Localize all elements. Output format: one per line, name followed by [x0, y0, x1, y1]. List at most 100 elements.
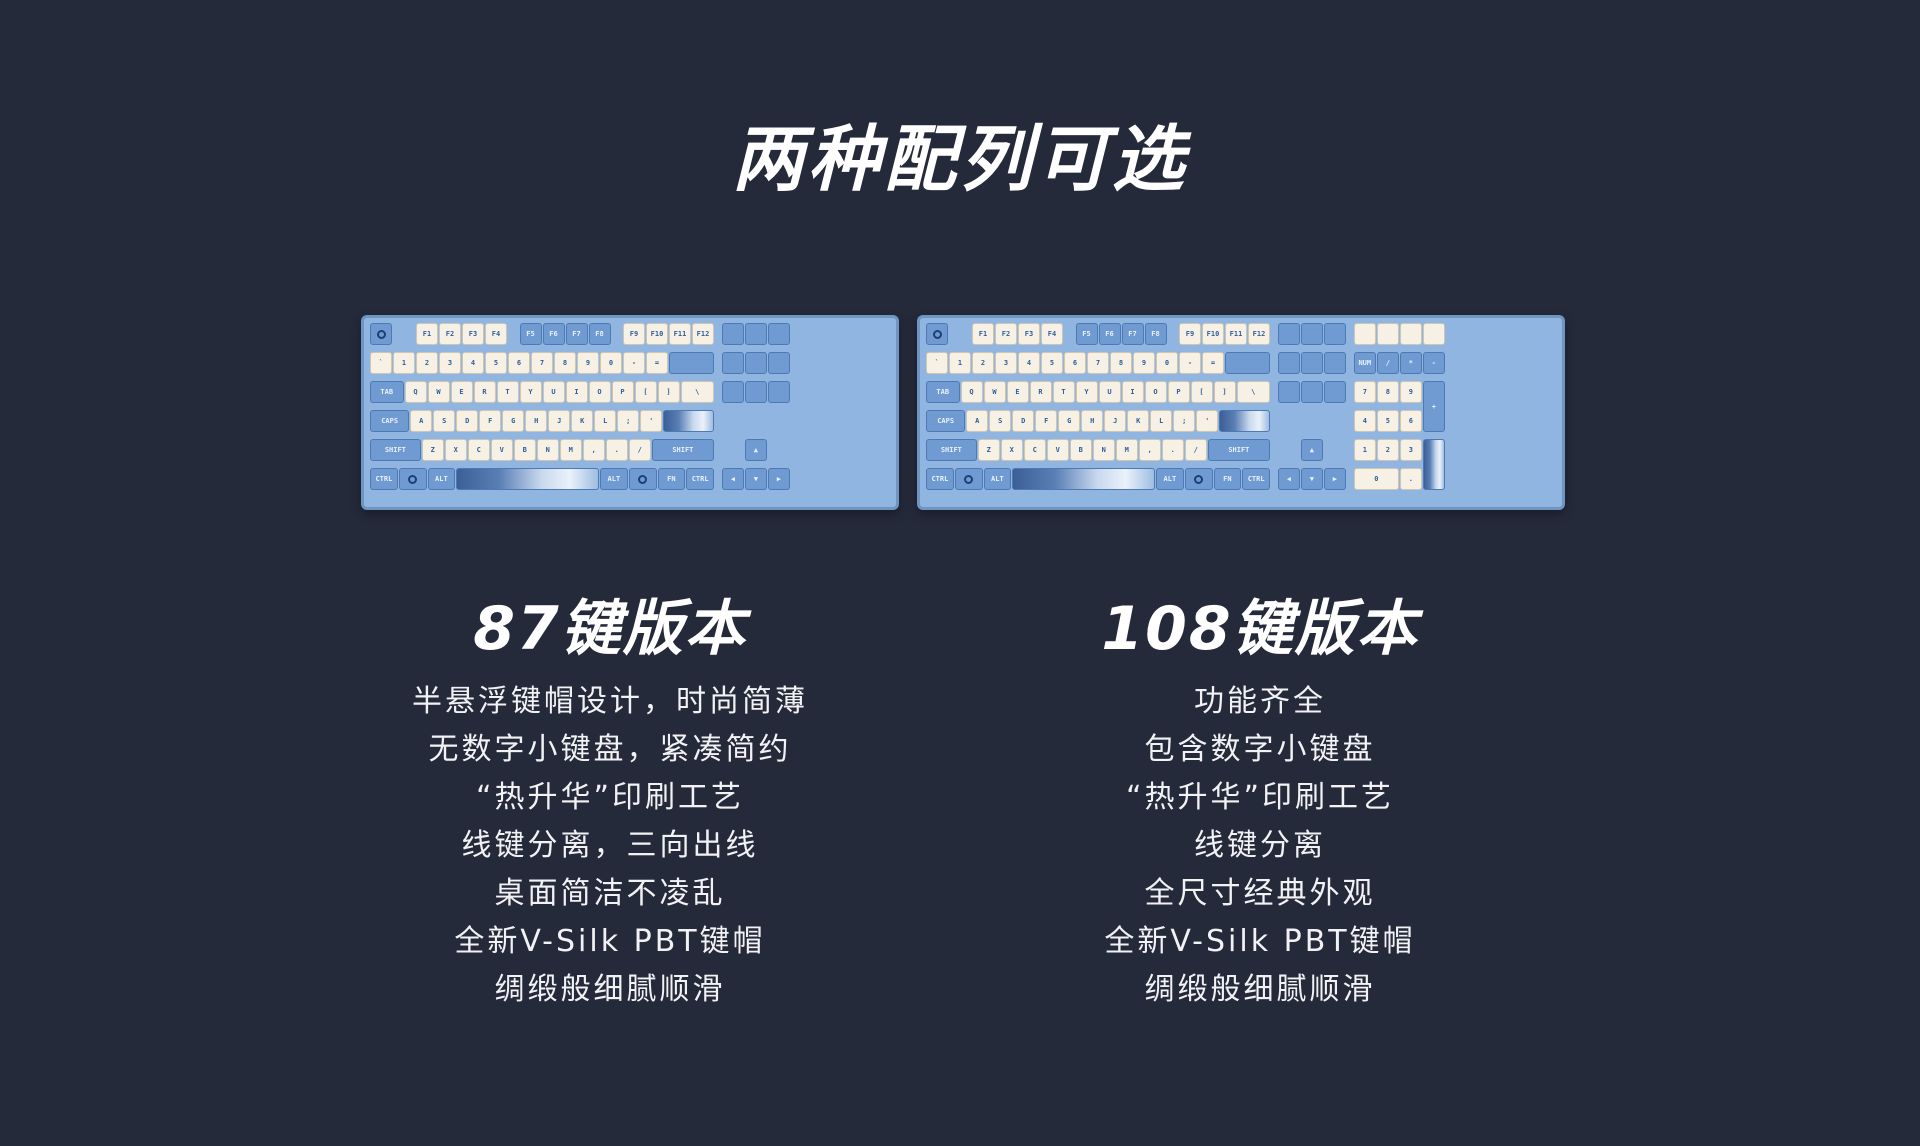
keycap: F — [1035, 410, 1058, 432]
keycap: 4 — [1353, 410, 1376, 432]
keycap: H — [1081, 410, 1104, 432]
keycap: 5 — [1376, 410, 1399, 432]
keycap: 6 — [1399, 410, 1422, 432]
keycap — [1012, 468, 1155, 490]
keycap — [744, 323, 767, 345]
keycap: J — [548, 410, 571, 432]
keycap: ] — [657, 381, 680, 403]
keycap: CTRL — [370, 468, 398, 490]
keycap: W — [983, 381, 1006, 403]
keycap: Q — [404, 381, 427, 403]
keycap: ALT — [983, 468, 1012, 490]
keycap: F6 — [542, 323, 565, 345]
variant-108-feature-list: 功能齐全 包含数字小键盘 “热升华”印刷工艺 线键分离 全尺寸经典外观 全新V-… — [960, 678, 1560, 1014]
keycap — [721, 381, 744, 403]
keycap — [1323, 381, 1346, 403]
keycap: G — [1058, 410, 1081, 432]
keycap: = — [1202, 352, 1224, 374]
keycap: F5 — [519, 323, 542, 345]
keycap: 7 — [531, 352, 553, 374]
keycap: 2 — [972, 352, 994, 374]
keycap: E — [450, 381, 473, 403]
keycap: L — [594, 410, 617, 432]
keycap: F — [479, 410, 502, 432]
keycap: SHIFT — [370, 439, 421, 461]
keycap: 8 — [1110, 352, 1132, 374]
keycap — [744, 352, 767, 374]
keycap: 1 — [1353, 439, 1376, 461]
keycap: / — [1184, 439, 1207, 461]
keycap: 5 — [485, 352, 507, 374]
keycap: ▲ — [1300, 439, 1323, 461]
keycap — [767, 323, 790, 345]
keycap: F5 — [1075, 323, 1098, 345]
keycap: N — [536, 439, 559, 461]
keycap: / — [628, 439, 651, 461]
keycap: N — [1092, 439, 1115, 461]
feature-item: 无数字小键盘，紧凑简约 — [428, 732, 792, 767]
keycap: * — [1399, 352, 1422, 374]
keycap: F9 — [623, 323, 645, 345]
keycap: ; — [1173, 410, 1196, 432]
feature-item: “热升华”印刷工艺 — [1125, 780, 1395, 815]
keycap — [1277, 381, 1300, 403]
feature-item: 包含数字小键盘 — [1144, 732, 1376, 767]
keycap: B — [513, 439, 536, 461]
keycap: B — [1069, 439, 1092, 461]
keycap: CAPS — [926, 410, 966, 432]
keycap — [721, 352, 744, 374]
keycap: W — [427, 381, 450, 403]
keycap: 7 — [1353, 381, 1376, 403]
keycap: ' — [640, 410, 663, 432]
keycap: P — [611, 381, 634, 403]
keycap: A — [410, 410, 433, 432]
keycap: F3 — [462, 323, 484, 345]
keycap: SHIFT — [651, 439, 714, 461]
keycap: V — [490, 439, 513, 461]
keycap: ▼ — [744, 468, 767, 490]
keycap: F11 — [669, 323, 691, 345]
keycap: 5 — [1041, 352, 1063, 374]
keycap: - — [623, 352, 645, 374]
keycap: ALT — [1156, 468, 1184, 490]
keycap: TAB — [370, 381, 404, 403]
keycap: A — [966, 410, 989, 432]
keycap: , — [582, 439, 605, 461]
keycap: TAB — [926, 381, 960, 403]
keycap — [456, 468, 599, 490]
keycap: F12 — [1248, 323, 1270, 345]
feature-item: 绸缎般细腻顺滑 — [1144, 972, 1376, 1007]
keycap — [628, 468, 657, 490]
keycap: ▲ — [744, 439, 767, 461]
keycap: Y — [1075, 381, 1098, 403]
keycap: X — [444, 439, 467, 461]
keycap: 2 — [416, 352, 438, 374]
keycap: Q — [960, 381, 983, 403]
keycap: V — [1046, 439, 1069, 461]
keycap: 3 — [1399, 439, 1422, 461]
keycap: . — [1399, 468, 1422, 490]
keycap — [370, 323, 392, 345]
keycap — [1399, 323, 1422, 345]
keycap — [1323, 323, 1346, 345]
keycap: 8 — [554, 352, 576, 374]
keycap: ◀ — [1277, 468, 1300, 490]
keycap — [669, 352, 714, 374]
keycap: F6 — [1098, 323, 1121, 345]
keycap: [ — [1190, 381, 1213, 403]
keycap: 9 — [1133, 352, 1155, 374]
keycap: F1 — [416, 323, 438, 345]
keycap: - — [1422, 352, 1445, 374]
keycap: F7 — [1121, 323, 1144, 345]
keycap — [1225, 352, 1270, 374]
keycap — [721, 323, 744, 345]
keycap: 9 — [577, 352, 599, 374]
keycap — [926, 323, 948, 345]
page-title: 两种配列可选 — [731, 117, 1188, 201]
keycap: ▼ — [1300, 468, 1323, 490]
keycap: ] — [1213, 381, 1236, 403]
keycap: F2 — [439, 323, 461, 345]
keycap — [1277, 323, 1300, 345]
keycap: U — [1098, 381, 1121, 403]
keycap: F10 — [646, 323, 668, 345]
